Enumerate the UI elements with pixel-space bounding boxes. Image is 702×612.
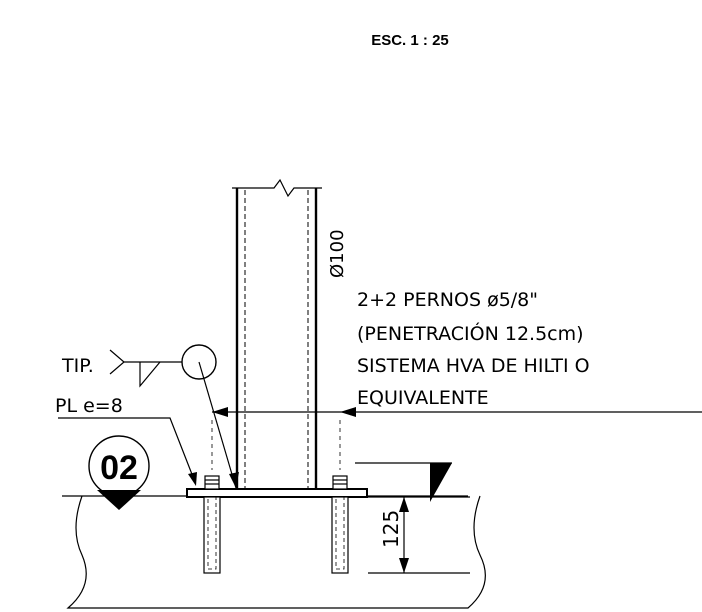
plate-callout: PL e=8: [55, 395, 197, 486]
dimension-label: 125: [379, 510, 403, 548]
break-line: [232, 178, 322, 198]
scale-label: ESC. 1 : 25: [371, 32, 449, 49]
bolt-note-line-2: (PENETRACIÓN 12.5cm): [357, 321, 584, 345]
steel-column: [232, 178, 322, 490]
anchor-bolt-right: [331, 420, 349, 574]
anchor-bolt-left: [203, 420, 221, 574]
column-size-label: Ø100: [327, 229, 348, 278]
concrete-base: [62, 495, 486, 609]
bolt-note-line-4: EQUIVALENTE: [357, 387, 489, 409]
base-plate: [186, 488, 368, 498]
bolt-leader: [212, 407, 702, 417]
weld-symbol: TIP.: [61, 344, 239, 489]
weld-label: TIP.: [61, 355, 94, 377]
level-triangle-icon: [430, 463, 452, 502]
section-marker-pointer-icon: [97, 490, 141, 510]
bolt-note-line-1: 2+2 PERNOS ø5/8": [357, 289, 538, 311]
embed-dimension: 125: [368, 496, 470, 574]
section-marker-label: 02: [100, 449, 138, 487]
level-marker: [355, 462, 452, 502]
bolt-note: 2+2 PERNOS ø5/8" (PENETRACIÓN 12.5cm) SI…: [357, 289, 590, 409]
bolt-note-line-3: SISTEMA HVA DE HILTI O: [357, 355, 590, 377]
plate-label: PL e=8: [55, 395, 123, 417]
section-marker: 02: [88, 435, 150, 510]
